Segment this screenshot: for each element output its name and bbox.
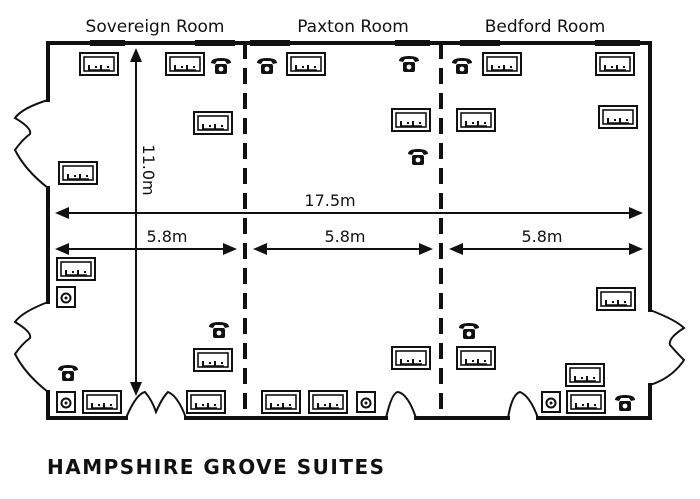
telephone-icon: [257, 58, 277, 74]
room-width-label-bedford: 5.8m: [521, 227, 562, 246]
power-socket-icon: [598, 105, 638, 129]
outer-walls: [46, 41, 652, 420]
power-socket-icon: [456, 346, 496, 370]
power-socket-icon: [56, 257, 96, 281]
telephone-icon: [211, 58, 231, 74]
power-socket-icon: [596, 287, 636, 311]
power-socket-icon: [79, 52, 119, 76]
power-socket-icon: [58, 161, 98, 185]
power-socket-icon: [82, 390, 122, 414]
power-socket-icon: [595, 52, 635, 76]
power-socket-icon: [391, 346, 431, 370]
venue-title: HAMPSHIRE GROVE SUITES: [47, 455, 386, 479]
telephone-icon: [452, 58, 472, 74]
left-bay-windows: [13, 99, 49, 393]
power-socket-icon: [286, 52, 326, 76]
power-socket-icon: [193, 111, 233, 135]
room-width-dimensions: [55, 243, 643, 255]
power-socket-icon: [565, 363, 605, 387]
height-dimension: [130, 48, 142, 396]
total-width-dimension: [55, 207, 643, 219]
telephone-icon: [209, 322, 229, 338]
telephone-icon: [615, 395, 635, 411]
room-width-label-sovereign: 5.8m: [146, 227, 187, 246]
power-socket-icon: [261, 390, 301, 414]
height-label: 11.0m: [139, 144, 158, 195]
power-socket-icon: [193, 348, 233, 372]
power-socket-icon: [456, 108, 496, 132]
power-socket-icon: [308, 390, 348, 414]
doors: [125, 390, 539, 419]
right-bay-window: [649, 309, 686, 386]
wall-phone-socket-icon: [56, 391, 76, 413]
wall-phone-socket-icon: [541, 391, 561, 413]
power-socket-icon: [186, 390, 226, 414]
room-label-paxton: Paxton Room: [297, 17, 409, 37]
wall-phone-socket-icon: [356, 391, 376, 413]
total-width-label: 17.5m: [304, 191, 355, 210]
power-socket-icon: [165, 52, 205, 76]
power-socket-icon: [566, 390, 606, 414]
power-socket-icon: [391, 108, 431, 132]
room-width-label-paxton: 5.8m: [324, 227, 365, 246]
telephone-icon: [58, 365, 78, 381]
power-socket-icon: [482, 52, 522, 76]
telephone-icon: [408, 149, 428, 165]
telephone-icon: [399, 56, 419, 72]
room-label-bedford: Bedford Room: [485, 17, 606, 37]
wall-phone-socket-icon: [56, 286, 76, 308]
room-partitions: [243, 43, 443, 418]
telephone-icon: [459, 323, 479, 339]
room-label-sovereign: Sovereign Room: [86, 17, 225, 37]
